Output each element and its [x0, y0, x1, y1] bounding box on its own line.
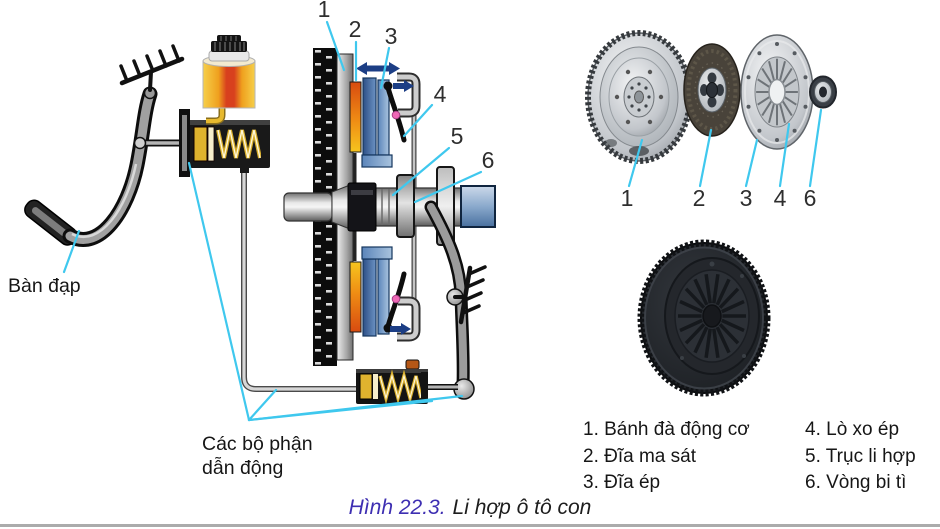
- legend-item: 1. Bánh đà động cơ: [583, 419, 750, 440]
- gearbox-shaft: [460, 185, 496, 228]
- master-cylinder: [179, 109, 270, 177]
- flywheel-photo: [585, 30, 693, 164]
- hydraulic-pipe: [241, 170, 357, 392]
- figure-caption: Hình 22.3. Li hợp ô tô con: [0, 496, 940, 520]
- bottom-rule: [0, 524, 940, 527]
- legend-item: 5. Trục li hợp: [805, 445, 916, 467]
- legend-item: 3. Đĩa ép: [583, 472, 661, 493]
- photo-callout-4: 4: [774, 185, 787, 211]
- callout-2: 2: [349, 16, 362, 42]
- callout-3: 3: [385, 23, 398, 49]
- legend-item: 4. Lò xo ép: [805, 419, 900, 440]
- pressure-plate-section: [361, 77, 393, 337]
- pressure-plate-photo: [740, 34, 814, 150]
- clutch-cover-bracket: [397, 72, 421, 342]
- diaphragm-spring: [383, 81, 407, 333]
- friction-disc-photo: [683, 43, 741, 137]
- release-bearing-section: [396, 174, 415, 238]
- figure-number: Hình 22.3.: [348, 496, 446, 519]
- drive-parts-label-line2: dẫn động: [202, 457, 284, 479]
- legend-item: 6. Vòng bi tì: [805, 472, 907, 493]
- photo-callout-6: 6: [804, 185, 817, 211]
- callout-4: 4: [434, 81, 447, 107]
- photo-leader-lines: [627, 108, 823, 188]
- spring-pivot-dot: [391, 110, 401, 120]
- clutch-pedal: [24, 86, 158, 247]
- master-push-rod: [133, 136, 184, 150]
- legend-item: 2. Đĩa ma sát: [583, 445, 696, 467]
- release-bearing-photo: [809, 75, 837, 109]
- drive-parts-label: Các bộ phận dẫn động: [202, 432, 313, 480]
- figure-title: Li hợp ô tô con: [452, 496, 592, 519]
- drive-parts-label-line1: Các bộ phận: [202, 433, 313, 455]
- motion-arrow: [393, 80, 414, 92]
- photo-callout-2: 2: [693, 185, 706, 211]
- callout-5: 5: [451, 123, 464, 149]
- spring-pivot-dot: [391, 294, 401, 304]
- slave-cylinder: [356, 359, 458, 405]
- callout-leader-lines: [325, 20, 483, 204]
- callout-1: 1: [318, 0, 331, 22]
- photo-callout-1: 1: [621, 185, 634, 211]
- bleeder-valve: [405, 359, 420, 370]
- friction-disc-section: [349, 81, 362, 333]
- assembled-clutch-photo: [637, 239, 771, 397]
- label-leader-lines: [62, 161, 464, 422]
- photo-callout-3: 3: [740, 185, 753, 211]
- legend-column-left: 1. Bánh đà động cơ 2. Đĩa ma sát 3. Đĩa …: [583, 417, 750, 497]
- fixed-support-icon: [453, 265, 487, 325]
- pedal-label: Bàn đạp: [8, 275, 81, 297]
- fluid-reservoir: [202, 35, 256, 125]
- fixed-support-icon: [119, 44, 185, 92]
- motion-arrow: [356, 62, 400, 75]
- legend-column-right: 4. Lò xo ép 5. Trục li hợp 6. Vòng bi tì: [805, 417, 916, 497]
- callout-6: 6: [482, 147, 495, 173]
- motion-arrow: [390, 323, 411, 335]
